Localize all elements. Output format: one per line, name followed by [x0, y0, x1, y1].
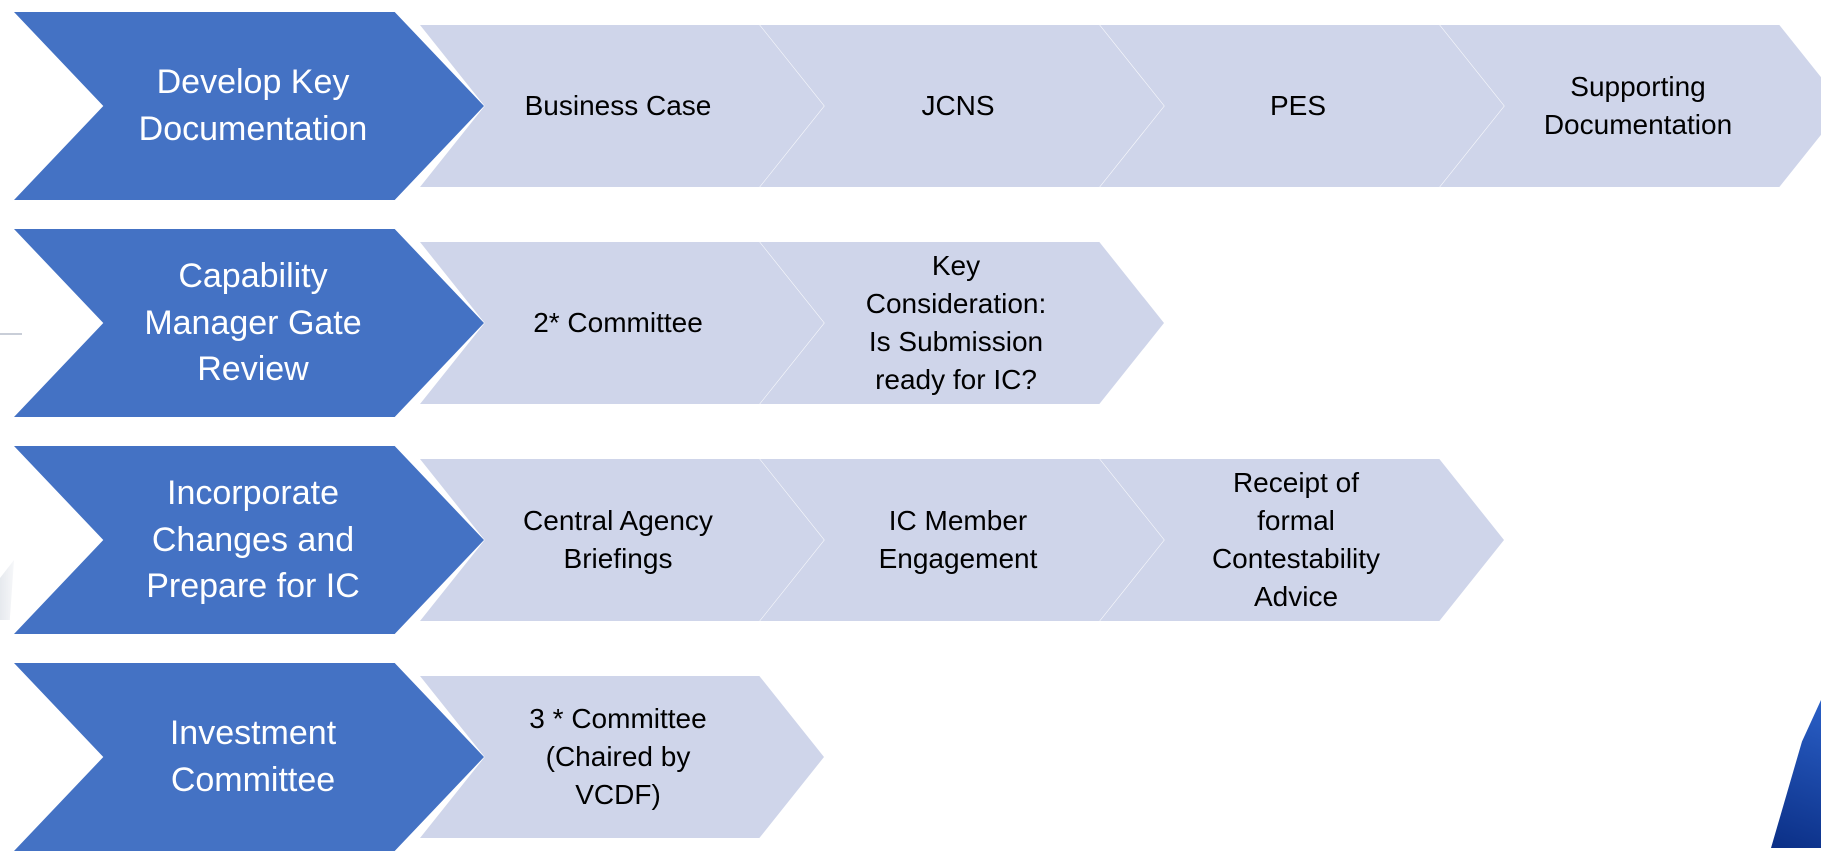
phase-label: Incorporate Changes and Prepare for IC: [146, 474, 360, 606]
step-label: Receipt of formal Contestability Advice: [1211, 466, 1381, 613]
phase-chevron-incorporate-changes: Incorporate Changes and Prepare for IC: [14, 446, 484, 634]
step-chevron-ic-member-engagement: IC Member Engagement: [760, 459, 1164, 621]
step-chevron-contestability-advice: Receipt of formal Contestability Advice: [1100, 459, 1504, 621]
step-label: PES: [1269, 89, 1327, 121]
decorative-corner-shape: [1771, 700, 1821, 848]
step-label: Key Consideration: Is Submission ready f…: [865, 249, 1047, 396]
step-chevron-jcns: JCNS: [760, 25, 1164, 187]
decorative-shape: [0, 560, 14, 620]
phase-chevron-investment-committee: Investment Committee: [14, 663, 484, 851]
step-label: 3 * Committee (Chaired by VCDF): [529, 702, 707, 811]
step-chevron-key-consideration: Key Consideration: Is Submission ready f…: [760, 242, 1164, 404]
phase-label: Investment Committee: [169, 714, 337, 799]
phase-label: Capability Manager Gate Review: [144, 257, 362, 389]
step-label: IC Member Engagement: [878, 504, 1038, 574]
step-label: Supporting Documentation: [1543, 70, 1733, 140]
phase-chevron-develop-key-documentation: Develop Key Documentation: [14, 12, 484, 200]
phase-label: Develop Key Documentation: [138, 63, 368, 148]
step-chevron-business-case: Business Case: [420, 25, 824, 187]
step-label: Central Agency Briefings: [523, 504, 713, 574]
step-label: JCNS: [921, 89, 995, 121]
step-chevron-central-agency-briefings: Central Agency Briefings: [420, 459, 824, 621]
step-chevron-pes: PES: [1100, 25, 1504, 187]
step-label: 2* Committee: [533, 306, 703, 338]
step-label: Business Case: [524, 89, 712, 121]
step-chevron-3-star-committee: 3 * Committee (Chaired by VCDF): [420, 676, 824, 838]
step-chevron-2-star-committee: 2* Committee: [420, 242, 824, 404]
phase-chevron-capability-manager-gate-review: Capability Manager Gate Review: [14, 229, 484, 417]
decorative-line: [0, 333, 22, 335]
